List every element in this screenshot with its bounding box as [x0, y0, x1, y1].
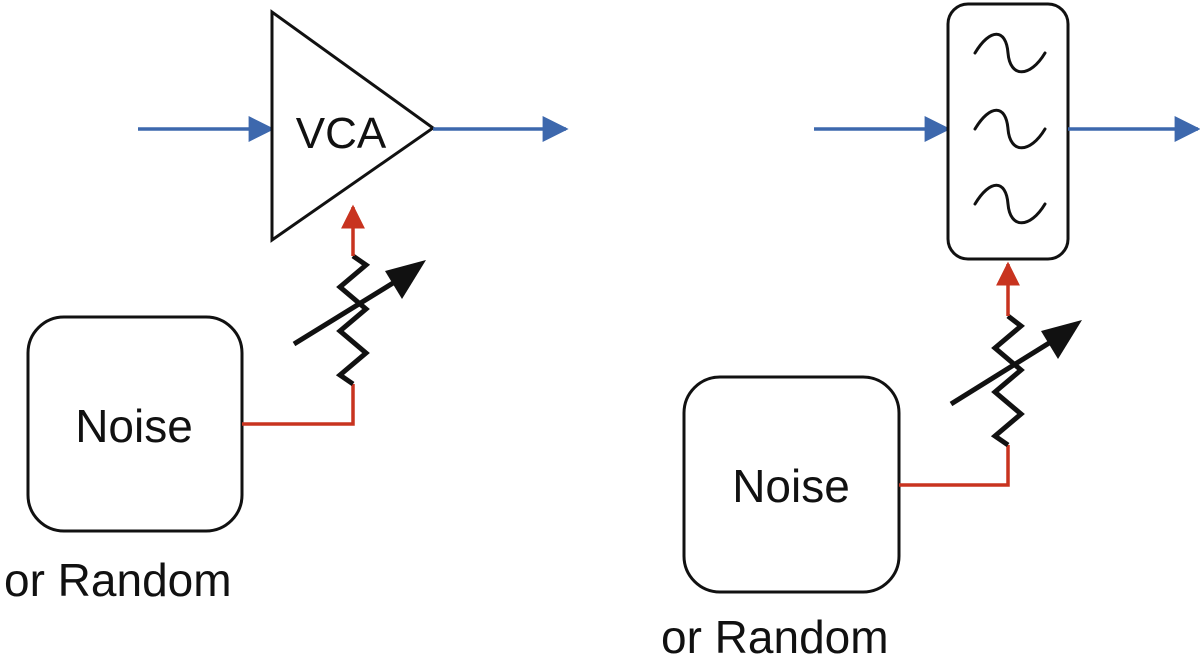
control-line	[899, 445, 1010, 487]
left-diagram: VCA Noise or Random	[4, 9, 569, 606]
attenuator-adjust-arrow	[949, 332, 1064, 407]
attenuator-arrowhead-icon	[385, 260, 426, 299]
attenuator-arrowhead-icon	[1041, 320, 1082, 359]
filter-wave-middle	[973, 108, 1047, 150]
noise-label: Noise	[75, 400, 193, 452]
attenuator-resistor-icon	[990, 314, 1025, 448]
filter-wave-icon	[973, 32, 1047, 225]
vca-label: VCA	[296, 109, 387, 158]
right-diagram: Noise or Random	[661, 2, 1200, 656]
attenuator-adjust-arrow	[292, 272, 408, 347]
noise-label: Noise	[732, 460, 850, 512]
control-line	[242, 384, 355, 426]
filter-wave-top	[973, 32, 1047, 74]
attenuator-resistor-icon	[335, 253, 371, 387]
random-caption: or Random	[661, 611, 889, 656]
vca-amplifier	[270, 9, 436, 243]
filter-wave-bottom	[973, 183, 1047, 225]
random-caption: or Random	[4, 554, 232, 606]
